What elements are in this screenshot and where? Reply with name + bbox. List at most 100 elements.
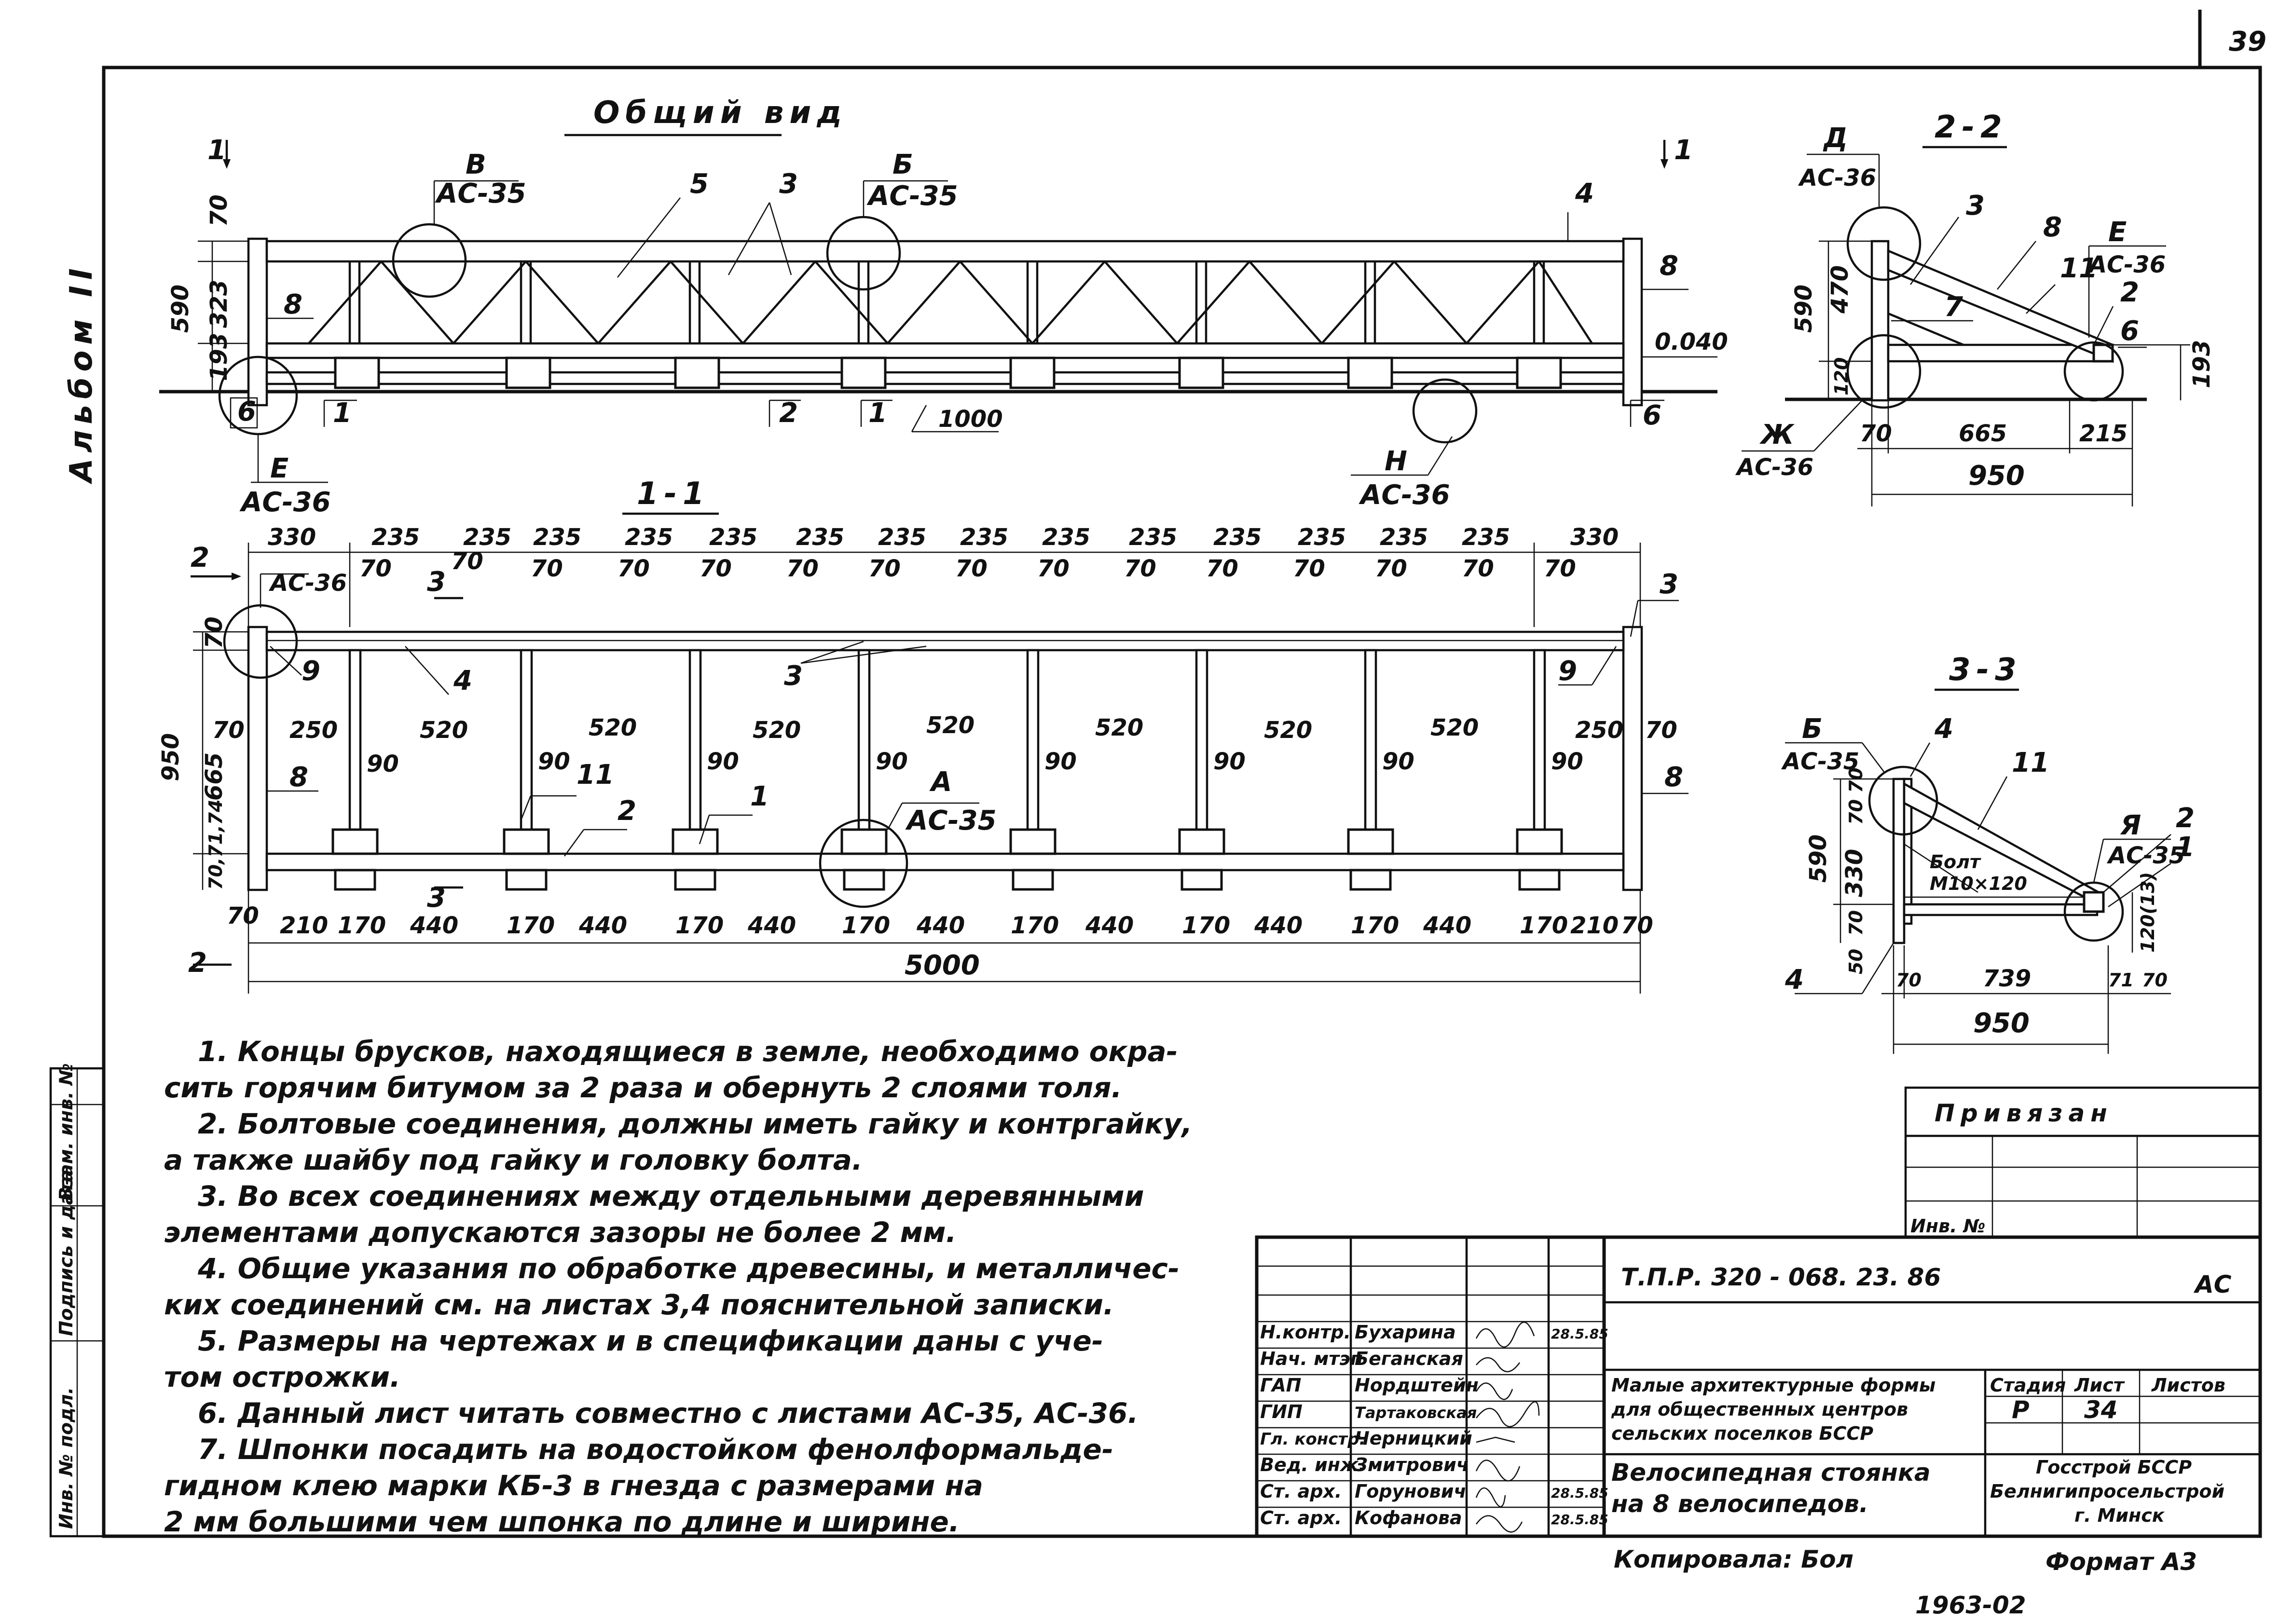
note-line-10: том острожки. [164, 1361, 400, 1393]
svg-text:Черницкий: Черницкий [1355, 1428, 1472, 1449]
s1-pos-4: 4 [453, 665, 472, 696]
s2-callout-d-letter: Д [1823, 123, 1848, 154]
svg-text:470: 470 [1826, 265, 1853, 314]
svg-text:70: 70 [868, 555, 901, 582]
callout-n-letter: Н [1385, 446, 1407, 477]
privyazan-title: Привязан [1935, 1099, 2113, 1127]
svg-text:90: 90 [1213, 748, 1246, 775]
s2-pos-11: 11 [2060, 253, 2098, 284]
tb-stage: Р [2012, 1396, 2030, 1424]
notes-block: 1. Концы брусков, находящиеся в земле, н… [164, 1035, 1192, 1538]
svg-text:235: 235 [463, 524, 511, 551]
svg-text:90: 90 [538, 748, 570, 775]
svg-text:70: 70 [2142, 969, 2168, 991]
svg-text:210: 210 [1570, 912, 1619, 939]
note-line-4: а также шайбу под гайку и головку болта. [164, 1144, 863, 1176]
svg-text:170: 170 [507, 912, 555, 939]
s1-pos-1: 1 [750, 781, 769, 812]
svg-text:520: 520 [420, 717, 468, 744]
svg-text:235: 235 [625, 524, 673, 551]
s2-pos-2: 2 [2120, 277, 2139, 308]
s1-callout-c11-ref: АС-36 [268, 570, 347, 597]
svg-text:170: 170 [1011, 912, 1059, 939]
title-block: Т.П.Р. 320 - 068. 23. 86 АС Малые архите… [1255, 1235, 2262, 1538]
s1-callout-a-ref: АС-35 [905, 805, 997, 836]
svg-text:Беганская: Беганская [1355, 1348, 1463, 1369]
svg-text:ГИП: ГИП [1260, 1401, 1303, 1422]
general-view: Общий вид [159, 95, 1728, 518]
s3-pos-4-bottom: 4 [1785, 964, 1804, 996]
svg-text:120(13): 120(13) [2137, 872, 2158, 953]
svg-text:235: 235 [878, 524, 926, 551]
svg-text:330: 330 [1841, 849, 1868, 897]
tb-mark: АС [2193, 1270, 2232, 1298]
svg-text:70: 70 [201, 616, 228, 649]
svg-text:235: 235 [1380, 524, 1428, 551]
privyazan-box: Привязан Инв. № [1904, 1086, 2262, 1239]
gv-pos-2: 2 [779, 397, 798, 429]
svg-text:739: 739 [1983, 965, 2031, 992]
note-line-7: 4. Общие указания по обработке древесины… [197, 1252, 1180, 1285]
gv-truss [308, 260, 1593, 344]
svg-text:90: 90 [1551, 748, 1583, 775]
svg-text:520: 520 [1264, 717, 1312, 744]
svg-text:235: 235 [1298, 524, 1346, 551]
svg-text:70: 70 [1037, 555, 1070, 582]
note-line-1: 1. Концы брусков, находящиеся в земле, н… [198, 1035, 1178, 1068]
gv-dim-323: 323 [206, 280, 233, 328]
svg-text:170: 170 [1520, 912, 1568, 939]
gv-mid-rail [265, 342, 1625, 359]
s1-dim-950: 950 [157, 733, 184, 781]
svg-text:70: 70 [955, 555, 988, 582]
svg-text:120: 120 [1831, 357, 1852, 396]
svg-text:Вед. инж.: Вед. инж. [1260, 1454, 1365, 1475]
gv-pos-6-left: 6 [237, 396, 256, 427]
tb-code: Т.П.Р. 320 - 068. 23. 86 [1621, 1263, 1941, 1291]
gv-dim-193: 193 [206, 333, 233, 381]
svg-text:70: 70 [1544, 555, 1576, 582]
s1-callout-a-circle [819, 819, 908, 908]
note-line-8: ких соединений см. на листах 3,4 пояснит… [164, 1288, 1114, 1321]
s1-feet [331, 828, 1563, 891]
callout-v-circle [392, 223, 467, 298]
s2-pos-6: 6 [2120, 315, 2139, 347]
stamp-inv-podl: Инв. № подл. [55, 1387, 77, 1529]
svg-text:70: 70 [212, 717, 245, 744]
svg-text:Нордштейн: Нордштейн [1355, 1375, 1479, 1396]
callout-n-circle [1412, 378, 1478, 444]
section-1-1: 1-1 [157, 476, 1689, 994]
s2-callout-zh-letter: Ж [1759, 419, 1795, 450]
svg-text:28.5.85: 28.5.85 [1551, 1326, 1608, 1342]
s1-dim-330-right: 330 [1570, 524, 1619, 551]
svg-text:ГАП: ГАП [1260, 1375, 1301, 1396]
svg-text:235: 235 [1462, 524, 1510, 551]
s1-verticals [348, 649, 1546, 855]
gv-dim-590: 590 [167, 285, 194, 333]
signatures [1475, 1322, 1540, 1533]
svg-text:520: 520 [589, 714, 637, 741]
svg-text:70 70: 70 70 [1845, 767, 1867, 825]
gv-pos-1a: 1 [333, 397, 352, 429]
tb-sheets-header: Листов [2151, 1375, 2225, 1396]
s1-pos-9-left: 9 [302, 655, 320, 687]
gv-pos-4: 4 [1575, 178, 1594, 209]
s1-pos-8-right: 8 [1664, 762, 1683, 793]
album-label: Альбом II [64, 262, 99, 485]
svg-text:440: 440 [747, 912, 796, 939]
svg-text:Горунович: Горунович [1355, 1481, 1466, 1502]
svg-text:90: 90 [367, 751, 399, 778]
svg-text:215: 215 [2079, 420, 2128, 447]
s3-callout-b-ref: АС-35 [1781, 748, 1859, 775]
svg-text:70: 70 [227, 902, 259, 929]
callout-e-ref: АС-36 [239, 487, 331, 518]
svg-text:70: 70 [1860, 420, 1892, 447]
stamp-vzam-inv: Взам. инв. № [55, 1063, 77, 1201]
gv-pos-8-left: 8 [284, 289, 302, 320]
section-1-title: 1-1 [637, 476, 710, 512]
svg-text:70: 70 [1375, 555, 1407, 582]
gv-pos-1b: 1 [868, 397, 887, 429]
svg-text:Бухарина: Бухарина [1355, 1322, 1456, 1343]
svg-text:Ст. арх.: Ст. арх. [1260, 1481, 1342, 1502]
tb-org-1: Госстрой БССР [2036, 1457, 2192, 1478]
s2-callout-d-ref: АС-36 [1798, 164, 1876, 191]
